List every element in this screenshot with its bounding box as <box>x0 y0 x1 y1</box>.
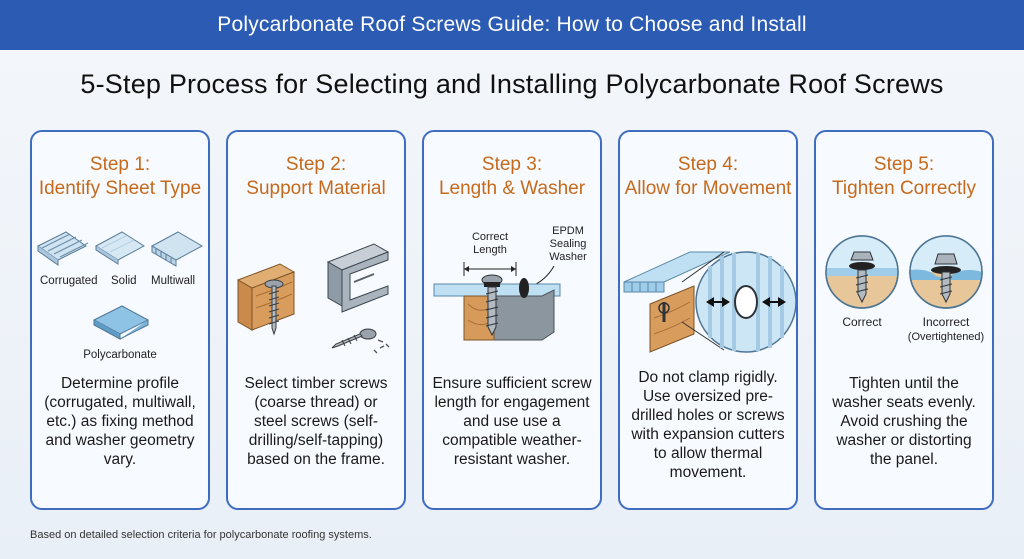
sheet-types-illustration: Corrugated Solid Multiwall Polycarbonate <box>37 231 204 361</box>
label-correct: Correct <box>842 315 882 329</box>
step-description: Tighten until the washer seats evenly. A… <box>832 375 976 468</box>
step-number: Step 5: <box>873 154 935 175</box>
step-description: Select timber screws (coarse thread) or … <box>244 375 388 468</box>
steel-channel-icon <box>326 243 390 313</box>
step-card-5: Step 5: Tighten Correctly Correct Incorr… <box>814 130 994 510</box>
step-description: Ensure sufficient screw length for engag… <box>432 375 592 468</box>
step-card-2: Step 2: Support Material Select timber s… <box>226 130 406 510</box>
correct-tightening-icon <box>825 235 899 309</box>
step-number: Step 2: <box>285 154 347 175</box>
label-overtightened: (Overtightened) <box>908 331 984 343</box>
step-number: Step 1: <box>89 154 151 175</box>
header-title: Polycarbonate Roof Screws Guide: How to … <box>217 13 807 36</box>
movement-illustration <box>623 251 796 353</box>
step-description: Determine profile (corrugated, multiwall… <box>44 375 196 468</box>
timber-support-icon <box>649 285 695 353</box>
step-card-4: Step 4: Allow for Movement Do not clamp … <box>618 130 798 510</box>
page-title: 5-Step Process for Selecting and Install… <box>80 69 944 99</box>
sheet-and-timber-icon <box>433 283 561 341</box>
solid-sheet-icon <box>95 231 145 265</box>
multiwall-sheet-icon <box>150 231 204 267</box>
multiwall-panel-icon <box>623 251 731 293</box>
magnified-hole-icon <box>695 251 796 353</box>
step-name: Tighten Correctly <box>832 178 976 199</box>
label-corrugated: Corrugated <box>40 275 98 287</box>
step-card-1: Step 1: Identify Sheet Type Corrugated S… <box>30 130 210 510</box>
step-description: Do not clamp rigidly. Use oversized pre-… <box>631 369 785 481</box>
steel-screw-icon <box>331 328 390 354</box>
header-banner: Polycarbonate Roof Screws Guide: How to … <box>0 0 1024 50</box>
screw-icon <box>481 274 503 337</box>
step-name: Length & Washer <box>438 178 586 199</box>
incorrect-tightening-icon <box>909 235 983 309</box>
footer-note: Based on detailed selection criteria for… <box>30 529 372 541</box>
label-multiwall: Multiwall <box>151 275 195 287</box>
label-solid: Solid <box>111 275 137 287</box>
support-materials-illustration <box>236 243 390 354</box>
tightening-illustration: Correct Incorrect (Overtightened) <box>825 235 984 343</box>
timber-screw-icon <box>264 279 284 336</box>
step-name: Support Material <box>246 178 386 199</box>
timber-beam-icon <box>236 263 296 331</box>
step-number: Step 3: <box>481 154 543 175</box>
label-incorrect: Incorrect <box>923 315 970 329</box>
washer-icon <box>519 278 529 298</box>
polycarbonate-sheet-icon <box>92 305 150 340</box>
step-name: Identify Sheet Type <box>38 178 202 199</box>
label-polycarbonate: Polycarbonate <box>83 349 157 361</box>
corrugated-sheet-icon <box>37 231 89 266</box>
step-number: Step 4: <box>677 154 739 175</box>
step-name: Allow for Movement <box>624 178 792 199</box>
